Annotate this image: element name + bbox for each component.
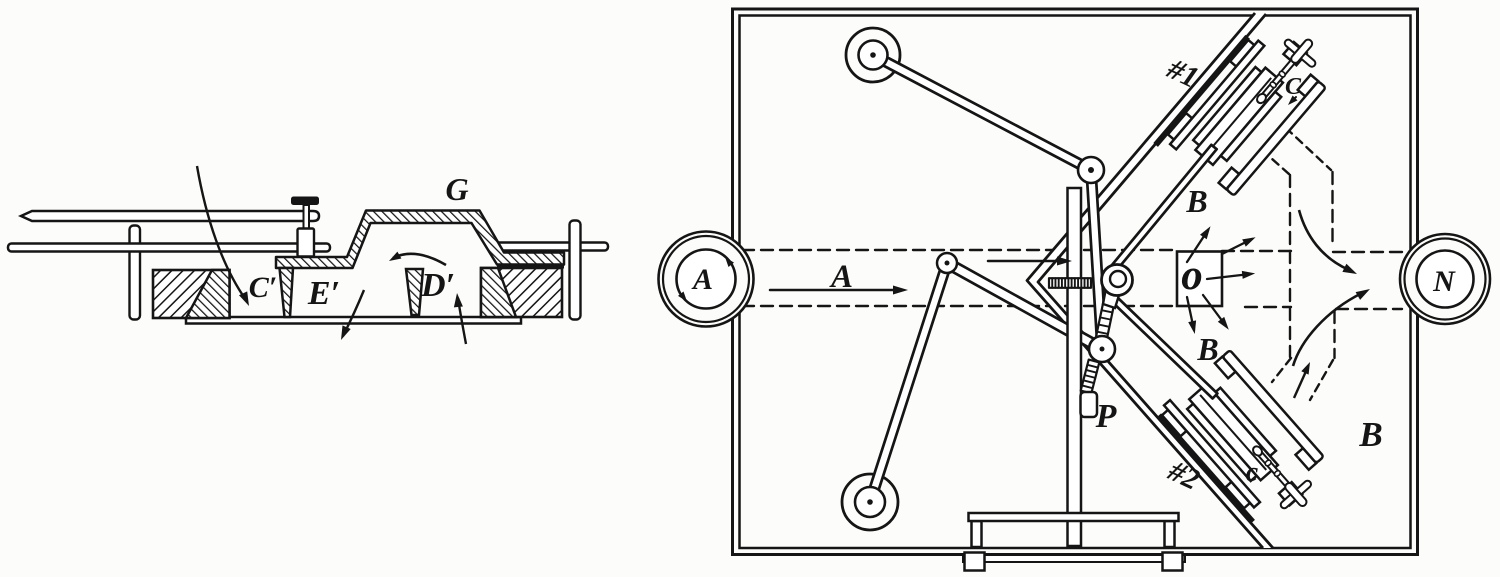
svg-text:c: c	[1246, 457, 1259, 488]
svg-text:C′: C′	[249, 271, 277, 304]
svg-text:o: o	[1181, 252, 1203, 299]
svg-text:D′: D′	[420, 267, 455, 304]
svg-text:A: A	[691, 263, 713, 296]
svg-text:B: B	[1196, 331, 1218, 367]
svg-text:A: A	[829, 259, 853, 295]
svg-text:P: P	[1095, 398, 1117, 435]
svg-text:B: B	[1358, 415, 1382, 454]
svg-text:N: N	[1432, 265, 1456, 298]
svg-text:C: C	[1285, 74, 1302, 100]
svg-text:B: B	[1185, 183, 1207, 219]
svg-text:E′: E′	[307, 275, 340, 312]
svg-text:G: G	[445, 171, 468, 207]
